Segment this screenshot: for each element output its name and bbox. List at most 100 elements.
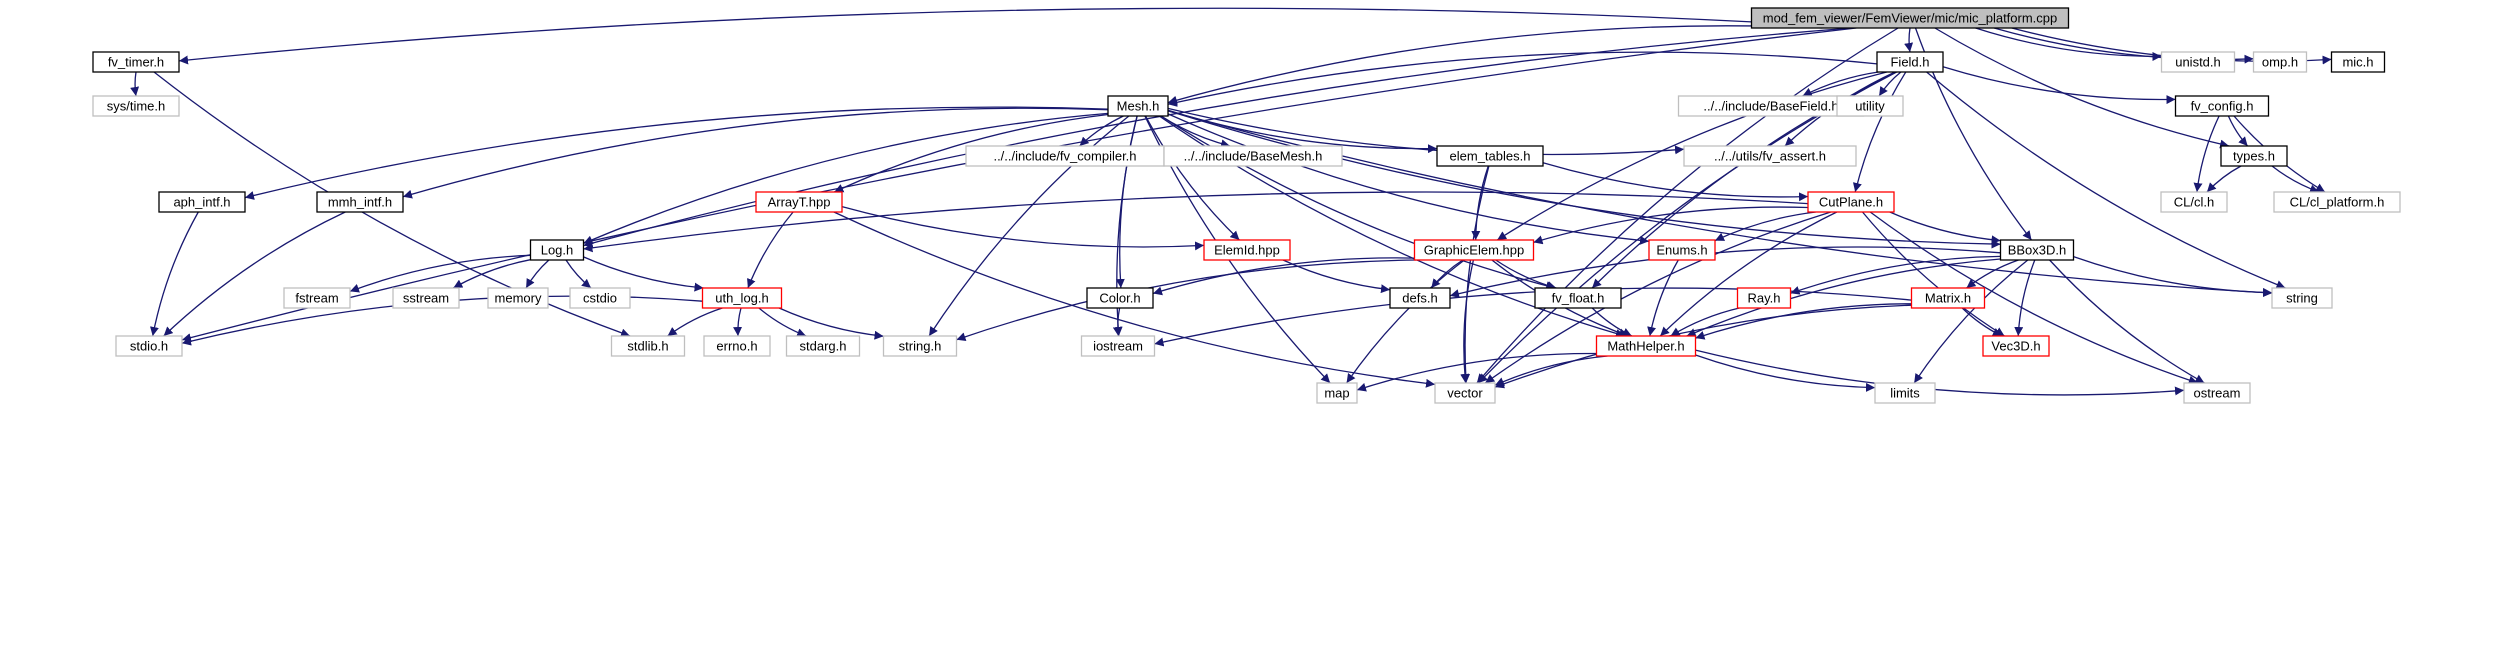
file-node-errno-h: errno.h [703,335,771,357]
edge-log-h-to-fstream [349,254,531,293]
file-node-ray-h[interactable]: Ray.h [1736,287,1792,309]
file-node-label: sstream [403,291,449,306]
file-node-box [1434,382,1496,404]
file-node-box [529,239,585,261]
file-node-label: fv_config.h [2191,99,2254,114]
file-node-enums-h[interactable]: Enums.h [1648,239,1716,261]
edge-ray-h-to-math-helper-h [1670,307,1740,337]
file-node-graphic-elem-hpp[interactable]: GraphicElem.hpp [1413,239,1535,261]
file-node-box [158,191,246,213]
file-node-elem-tables-h[interactable]: elem_tables.h [1436,145,1544,167]
file-node-box [2271,287,2333,309]
file-node-mmh-intf-h[interactable]: mmh_intf.h [316,191,404,213]
file-node-elem-id-hpp[interactable]: ElemId.hpp [1203,239,1291,261]
file-node-field-h[interactable]: Field.h [1876,51,1944,73]
edge-mesh-h-to-fv-compiler-h [1079,115,1124,147]
file-node-vec3d-h[interactable]: Vec3D.h [1982,335,2050,357]
file-node-defs-h[interactable]: defs.h [1389,287,1451,309]
edge-field-h-to-base-field-h [1802,71,1879,97]
file-node-label: fv_timer.h [108,55,164,70]
file-node-label: limits [1890,386,1920,401]
file-node-log-h[interactable]: Log.h [529,239,585,261]
file-node-label: Field.h [1890,55,1929,70]
file-node-string-h: string.h [882,335,958,357]
file-node-box [1807,191,1895,213]
file-node-array-t-hpp[interactable]: ArrayT.hpp [755,191,843,213]
edge-bbox3d-h-to-ostream [2049,259,2205,384]
edge-uth-log-h-to-stdlib-h [667,307,723,337]
file-node-matrix-h[interactable]: Matrix.h [1910,287,1986,309]
file-node-label: string.h [899,339,942,354]
edge-field-h-to-utility [1878,71,1902,97]
edge-cut-plane-h-to-ostream [1869,211,2199,385]
file-node-mic-h[interactable]: mic.h [2330,51,2386,73]
file-node-box [1836,95,1904,117]
file-node-box [882,335,958,357]
edge-elem-id-hpp-to-defs-h [1282,259,1391,294]
file-node-box [610,335,686,357]
edge-math-helper-h-to-limits [1695,354,1876,392]
file-node-fv-float-h[interactable]: fv_float.h [1534,287,1622,309]
file-node-box [2174,95,2270,117]
file-node-color-h[interactable]: Color.h [1086,287,1154,309]
file-node-cl-platform-h: CL/cl_platform.h [2273,191,2401,213]
file-node-box [1736,287,1792,309]
file-node-map: map [1316,382,1358,404]
edge-mic-platform-cpp-to-fv-timer-h [178,7,1752,65]
edge-array-t-hpp-to-vector [833,211,1436,388]
file-node-mic-platform-cpp[interactable]: mod_fem_viewer/FemViewer/mic/mic_platfor… [1750,7,2070,29]
file-node-label: Vec3D.h [1991,339,2040,354]
file-node-fv-timer-h[interactable]: fv_timer.h [92,51,180,73]
file-node-fstream: fstream [283,287,351,309]
file-node-box [283,287,351,309]
edge-cut-plane-h-to-enums-h [1714,211,1816,242]
file-node-vector: vector [1434,382,1496,404]
edge-mic-platform-cpp-to-vector [1476,27,1899,384]
file-node-label: sys/time.h [107,99,166,114]
file-node-label: errno.h [716,339,757,354]
file-node-uth-log-h[interactable]: uth_log.h [701,287,783,309]
file-node-unistd-h: unistd.h [2160,51,2236,73]
edge-math-helper-h-to-ostream [1695,349,2185,396]
file-node-base-field-h: ../../include/BaseField.h [1677,95,1865,117]
file-node-stdlib-h: stdlib.h [610,335,686,357]
file-node-fv-config-h[interactable]: fv_config.h [2174,95,2270,117]
file-node-box [1389,287,1451,309]
file-node-cut-plane-h[interactable]: CutPlane.h [1807,191,1895,213]
file-node-aph-intf-h[interactable]: aph_intf.h [158,191,246,213]
file-node-sys-time-h: sys/time.h [92,95,180,117]
file-node-label: memory [495,291,542,306]
file-node-stdarg-h: stdarg.h [785,335,861,357]
file-node-label: ostream [2194,386,2241,401]
file-node-mesh-h[interactable]: Mesh.h [1107,95,1169,117]
file-node-box [1982,335,2050,357]
edge-log-h-to-cstdio [565,259,592,289]
file-node-types-h[interactable]: types.h [2220,145,2288,167]
file-node-math-helper-h[interactable]: MathHelper.h [1595,335,1697,357]
file-node-label: ../../include/fv_compiler.h [993,149,1136,164]
edge-elem-tables-h-to-graphic-elem-hpp [1471,165,1489,241]
file-node-box [2160,51,2236,73]
file-node-bbox3d-h[interactable]: BBox3D.h [1999,239,2075,261]
file-node-box [1316,382,1358,404]
file-node-label: CL/cl.h [2174,195,2214,210]
edge-mesh-h-to-elem-tables-h [1167,109,1438,154]
edge-graphic-elem-hpp-to-string-h [956,259,1417,342]
edge-bbox3d-h-to-defs-h [1449,246,2001,298]
edge-math-helper-h-to-vector [1494,355,1608,386]
file-node-box [755,191,843,213]
file-node-box [115,335,183,357]
file-node-box [92,95,180,117]
edge-graphic-elem-hpp-to-map [1346,259,1465,384]
edge-bbox3d-h-to-string [2073,255,2273,297]
file-node-box [2273,191,2401,213]
edge-mesh-h-to-log-h [583,112,1109,245]
file-node-label: ../../include/BaseMesh.h [1184,149,1323,164]
file-node-label: ../../include/BaseField.h [1703,99,1838,114]
file-node-box [2330,51,2386,73]
file-node-ostream: ostream [2183,382,2251,404]
file-node-box [1750,7,2070,29]
file-node-box [1107,95,1169,117]
file-node-box [1203,239,1291,261]
edge-color-h-to-iostream [1112,307,1122,337]
